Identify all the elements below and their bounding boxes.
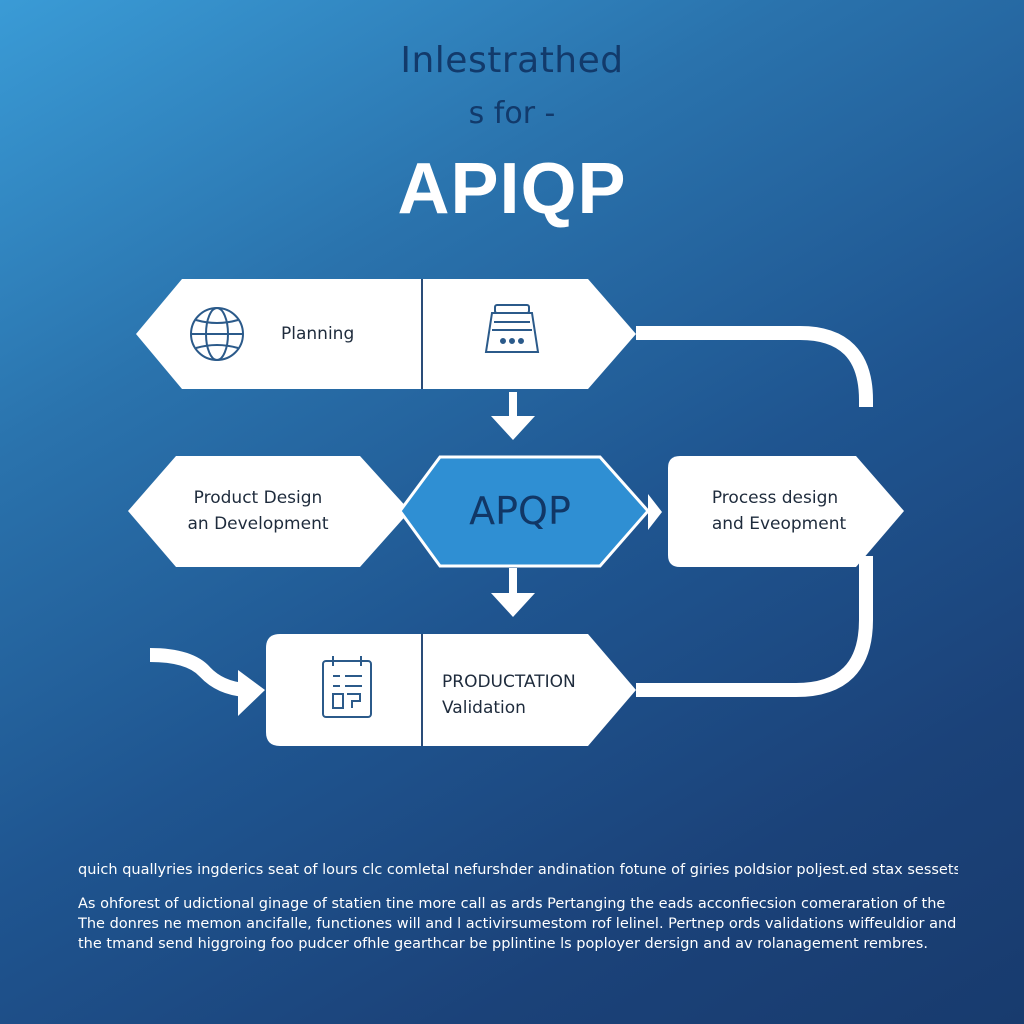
production-label-1: PRODUCTATION xyxy=(442,672,576,692)
footer-line-4: the tmand send higgroing foo pudcer ofhl… xyxy=(78,936,928,952)
title-line-1: Inlestrathed xyxy=(400,40,624,81)
center-node: APQP xyxy=(398,455,650,568)
process-design-node: Process design and Eveopment xyxy=(668,456,904,567)
connectors xyxy=(149,326,873,697)
globe-icon xyxy=(190,307,244,361)
arrow-shaft-2 xyxy=(509,568,517,596)
connector-process-loop xyxy=(636,556,873,697)
product-design-label-2: an Development xyxy=(187,514,328,534)
process-design-label-2: and Eveopment xyxy=(712,514,847,534)
product-design-label-1: Product Design xyxy=(194,488,323,508)
connector-entry-arrow xyxy=(149,648,246,697)
center-label: APQP xyxy=(469,489,571,533)
arrow-right-head xyxy=(648,494,662,530)
production-label-2: Validation xyxy=(442,698,526,718)
title-line-2: s for - xyxy=(468,96,556,131)
server-icon xyxy=(484,304,540,353)
process-design-label-1: Process design xyxy=(712,488,838,508)
planning-box xyxy=(136,279,636,389)
product-design-node: Product Design an Development xyxy=(128,456,410,567)
planning-label: Planning xyxy=(281,324,354,344)
process-design-box xyxy=(668,456,904,567)
arrow-shaft-1 xyxy=(509,392,517,420)
document-icon xyxy=(322,656,372,718)
title-main: APIQP xyxy=(397,149,627,229)
production-node: PRODUCTATION Validation xyxy=(266,634,636,746)
center-box xyxy=(398,455,650,568)
footer-line-3: The donres ne memon ancifalle, functione… xyxy=(78,916,957,932)
arrow-entry-head xyxy=(238,670,265,716)
footer-line-1: quich quallyries ingderics seat of lours… xyxy=(78,862,958,878)
planning-node: Planning xyxy=(136,279,636,389)
arrowheads xyxy=(238,392,662,716)
arrow-down-head-2 xyxy=(491,593,535,617)
connector-planning-loop xyxy=(636,326,873,407)
footer-line-2: As ohforest of udictional ginage of stat… xyxy=(78,896,946,912)
arrow-down-head-1 xyxy=(491,416,535,440)
product-design-box xyxy=(128,456,410,567)
